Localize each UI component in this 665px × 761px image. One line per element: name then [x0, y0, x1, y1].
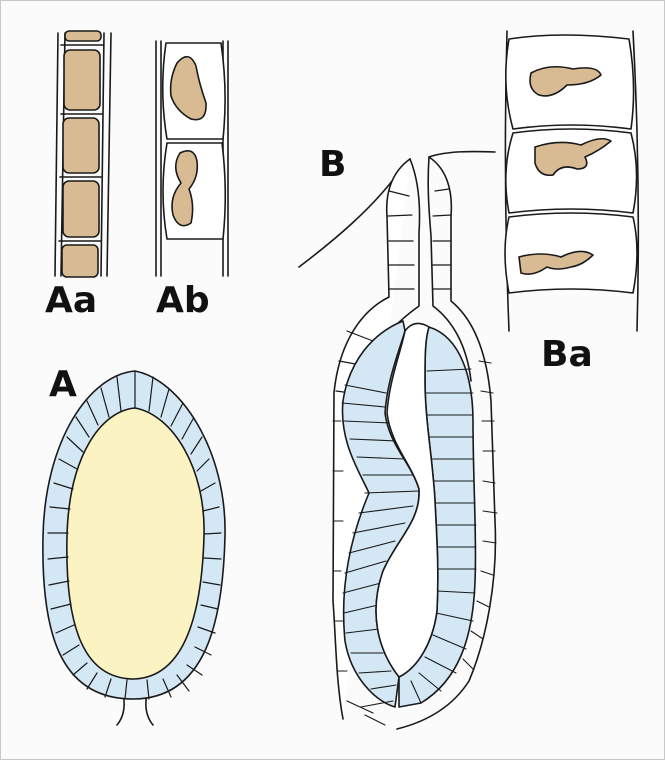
ba-cell-2	[506, 129, 637, 213]
panel-label-aa: Aa	[45, 283, 97, 319]
panel-label-ba: Ba	[541, 337, 593, 373]
b-membrane-right	[429, 152, 495, 157]
panel-a-oval-body	[43, 371, 225, 725]
panel-label-b: B	[319, 147, 346, 183]
panel-label-ab: Ab	[156, 283, 210, 319]
panel-label-a: A	[49, 367, 77, 403]
panel-aa-filament	[55, 31, 111, 277]
aa-cell-5	[62, 245, 98, 277]
a-yolk	[67, 408, 204, 679]
aa-cell-3	[63, 118, 99, 173]
aa-cell-1	[65, 31, 101, 41]
panel-ab-filament	[156, 41, 228, 276]
aa-cell-2	[64, 50, 100, 110]
panel-b-section	[299, 152, 497, 729]
aa-cell-4	[63, 181, 99, 237]
panel-ba-filament	[505, 31, 638, 331]
